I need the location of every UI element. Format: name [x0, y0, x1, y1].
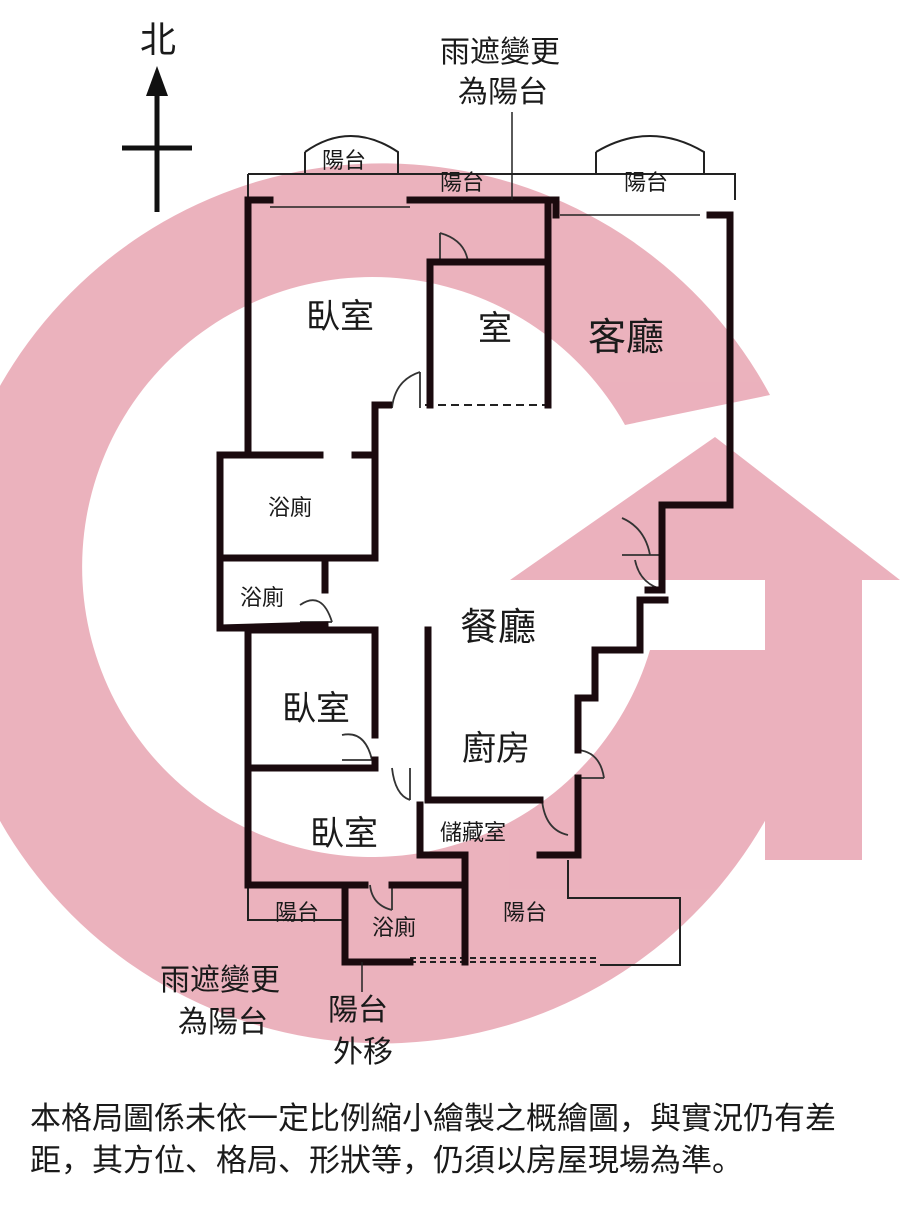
note-bottom-center-line-2: 外移	[333, 1035, 393, 1070]
note-top-line-1: 雨遮變更	[440, 35, 560, 70]
room-label-balcony-n: 陽台	[440, 171, 484, 196]
note-bottom-left-line-1: 雨遮變更	[160, 963, 280, 998]
watermark-arrow	[510, 437, 900, 860]
room-label-bedroom-2: 臥室	[282, 689, 350, 729]
note-bottom-left-line-2: 為陽台	[178, 1005, 268, 1040]
room-label-balcony-nw: 陽台	[322, 149, 366, 174]
room-label-study: 室	[478, 309, 512, 349]
room-label-bathroom-3: 浴廁	[372, 916, 416, 941]
thin-outlines	[247, 135, 736, 966]
disclaimer-text: 本格局圖係未依一定比例縮小繪製之概繪圖，與實況仍有差距，其方位、格局、形狀等，仍…	[30, 1101, 836, 1179]
compass-arrow-head	[146, 66, 168, 96]
note-bottom-center-line-1: 陽台	[328, 993, 388, 1028]
room-label-dining-room: 餐廳	[460, 605, 536, 649]
room-labels: 陽台 陽台 陽台 臥室 室 客廳 浴廁 浴廁 餐廳 臥室 廚房 臥室 儲藏室 陽…	[240, 149, 668, 941]
compass: 北	[122, 20, 192, 212]
walls	[216, 196, 734, 966]
room-label-bedroom-3: 臥室	[310, 814, 378, 854]
room-label-kitchen: 廚房	[462, 729, 530, 769]
note-top-line-2: 為陽台	[458, 75, 548, 110]
room-label-balcony-sw: 陽台	[275, 901, 319, 926]
compass-north-label: 北	[140, 20, 176, 61]
room-label-bedroom-1: 臥室	[306, 297, 374, 337]
watermark-ring	[0, 163, 820, 1044]
room-label-balcony-s: 陽台	[503, 901, 547, 926]
room-label-balcony-ne: 陽台	[624, 171, 668, 196]
room-label-bathroom-2: 浴廁	[240, 586, 284, 611]
room-label-storage-room: 儲藏室	[440, 821, 506, 846]
watermark-logo	[0, 163, 900, 1044]
room-label-living-room: 客廳	[588, 315, 664, 359]
annotations: 雨遮變更 為陽台 雨遮變更 為陽台 陽台 外移	[160, 35, 560, 1070]
room-label-bathroom-1: 浴廁	[268, 496, 312, 521]
